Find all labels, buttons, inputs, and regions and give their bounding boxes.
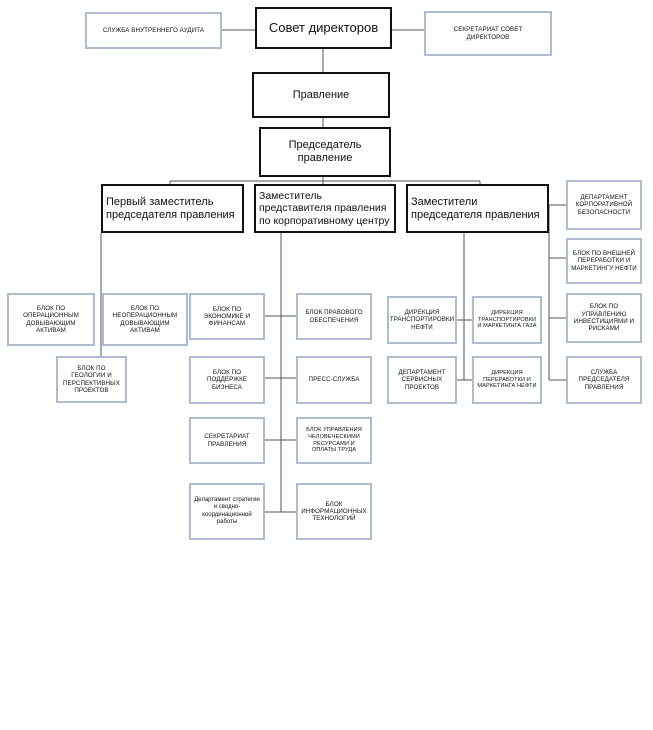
chairman-deputies-box: Заместители председателя правления: [406, 184, 549, 233]
gas-transport-label: Дирекция транспортировки и маркетинга га…: [477, 310, 537, 330]
management-secretariat-label: Секретариат правления: [204, 433, 250, 448]
chairman-box: Председатель правление: [259, 127, 391, 177]
strategy-department-label: Департамент стратегии и сводно-координац…: [194, 497, 260, 525]
corporate-deputy-box: Заместитель представителя правления по к…: [254, 184, 396, 233]
management-board-label: Правление: [292, 88, 350, 101]
hr-block-box: блок управления человеческими ресурсами …: [296, 417, 372, 464]
chairman-deputies-label: Заместители председателя правления: [411, 195, 540, 221]
legal-support-label: Блок правового обеспечения: [305, 309, 363, 324]
corporate-security-box: Департамент корпоративной безопасности: [566, 180, 642, 230]
operational-assets-label: блок по операционным довывающим активам: [23, 304, 79, 334]
press-service-box: Пресс-служба: [296, 356, 372, 404]
business-support-box: Блок по поддержке бизнеса: [189, 356, 265, 404]
legal-support-box: Блок правового обеспечения: [296, 293, 372, 340]
nonoperational-assets-box: блок по неоперационным довывающим актива…: [102, 293, 188, 346]
economics-finance-label: Блок по экономике и финансам: [203, 305, 251, 328]
press-service-label: Пресс-служба: [308, 376, 360, 384]
corporate-security-label: Департамент корпоративной безопасности: [575, 194, 633, 216]
service-projects-label: Департамент сервисных проектов: [398, 369, 446, 391]
external-refining-label: блок по внешней переработки и маркетингу…: [571, 250, 637, 272]
oil-refining-label: Дирекция переработки и маркетинга нефти: [477, 370, 537, 390]
operational-assets-box: блок по операционным довывающим активам: [7, 293, 95, 346]
hr-block-label: блок управления человеческими ресурсами …: [306, 427, 362, 454]
business-support-label: Блок по поддержке бизнеса: [206, 369, 248, 391]
investments-risks-box: блок по управлению инвестициями и рискам…: [566, 293, 642, 343]
board-of-directors-label: Совет директоров: [268, 20, 379, 36]
service-projects-box: Департамент сервисных проектов: [387, 356, 457, 404]
gas-transport-box: Дирекция транспортировки и маркетинга га…: [472, 296, 542, 344]
external-refining-box: блок по внешней переработки и маркетингу…: [566, 238, 642, 284]
internal-audit-box: СЛУЖБА ВНУТРЕННЕГО АУДИТА: [85, 12, 222, 49]
it-block-label: Блок информационных технологий: [301, 500, 367, 523]
it-block-box: Блок информационных технологий: [296, 483, 372, 540]
corporate-deputy-label: Заместитель представителя правления по к…: [259, 189, 390, 227]
geology-projects-box: блок по геологии и перспективных проекто…: [56, 356, 127, 403]
oil-transport-box: Дирекция транспортировки нефти: [387, 296, 457, 344]
oil-refining-box: Дирекция переработки и маркетинга нефти: [472, 356, 542, 404]
internal-audit-label: СЛУЖБА ВНУТРЕННЕГО АУДИТА: [102, 26, 205, 34]
first-deputy-label: Первый заместитель председателя правлени…: [106, 195, 235, 221]
chairman-label: Председатель правление: [288, 139, 362, 164]
investments-risks-label: блок по управлению инвестициями и рискам…: [573, 303, 635, 333]
geology-projects-label: блок по геологии и перспективных проекто…: [62, 364, 120, 394]
board-secretariat-label: СЕКРЕТАРИАТ СОВЕТ ДИРЕКТОРОВ: [453, 26, 523, 41]
board-of-directors-box: Совет директоров: [255, 7, 392, 49]
management-board-box: Правление: [252, 72, 390, 118]
first-deputy-box: Первый заместитель председателя правлени…: [101, 184, 244, 233]
nonoperational-assets-label: блок по неоперационным довывающим актива…: [112, 304, 178, 334]
management-secretariat-box: Секретариат правления: [189, 417, 265, 464]
board-secretariat-box: СЕКРЕТАРИАТ СОВЕТ ДИРЕКТОРОВ: [424, 11, 552, 56]
strategy-department-box: Департамент стратегии и сводно-координац…: [189, 483, 265, 540]
oil-transport-label: Дирекция транспортировки нефти: [389, 309, 455, 331]
chairman-service-label: Служба председателя правления: [578, 369, 630, 391]
economics-finance-box: Блок по экономике и финансам: [189, 293, 265, 340]
chairman-service-box: Служба председателя правления: [566, 356, 642, 404]
